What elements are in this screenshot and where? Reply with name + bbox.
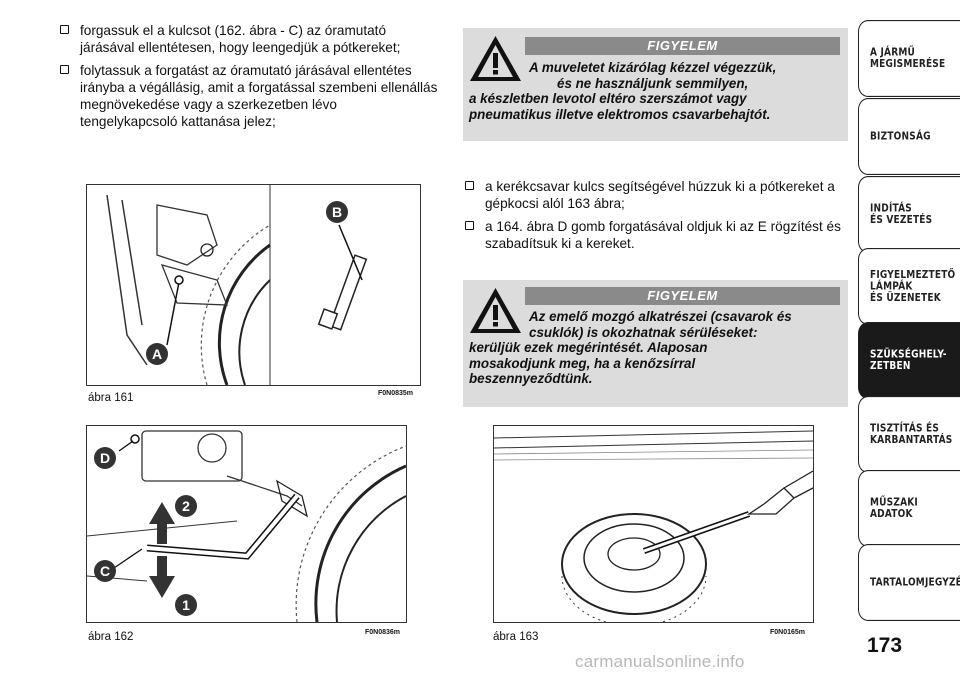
checkbox-bullet-icon (60, 65, 69, 74)
warning-line: beszennyeződtünk. (469, 371, 593, 386)
figure-code: F0N0835m (378, 390, 414, 397)
figure-caption: ábra 161 (88, 392, 134, 404)
tab-label: TARTALOMJEGYZÉK (870, 576, 960, 589)
list-item: forgassuk el a kulcsot (162. ábra - C) a… (58, 22, 438, 56)
callout-label-a: A (152, 346, 162, 362)
callout-label-2: 2 (182, 498, 190, 514)
tab-label: A JÁRMŰ MEGISMERÉSE (870, 47, 946, 70)
warning-text-full: kerüljük ezek megérintését. Alaposan mos… (469, 340, 844, 387)
callout-label-d: D (100, 450, 110, 466)
checkbox-bullet-icon (465, 181, 474, 190)
figure-161: B A (86, 184, 421, 386)
instruction-text: forgassuk el a kulcsot (162. ábra - C) a… (80, 23, 401, 55)
list-item: a 164. ábra D gomb forgatásával oldjuk k… (463, 218, 848, 252)
watermark: carmanualsonline.info (575, 652, 745, 671)
tab-label: FIGYELMEZTETŐ LÁMPÁK ÉS ÜZENETEK (870, 269, 956, 304)
warning-box-1: FIGYELEM A muveletet kizárólag kézzel vé… (463, 28, 848, 141)
warning-line: és ne használjunk semmilyen, (557, 75, 749, 91)
list-item: a kerékcsavar kulcs segítségével húzzuk … (463, 178, 848, 212)
right-instructions: a kerékcsavar kulcs segítségével húzzuk … (463, 178, 848, 258)
warning-text-full: a készletben levotol eltéro szerszámot v… (469, 91, 844, 122)
tab-label: MŰSZAKI ADATOK (870, 497, 918, 520)
figure-code: F0N0836m (365, 629, 401, 636)
warning-line: A muveletet kizárólag kézzel végezzük, (529, 60, 777, 75)
tab-label: BIZTONSÁG (870, 130, 931, 143)
chapter-tab-starting[interactable]: INDÍTÁS ÉS VEZETÉS (858, 175, 960, 254)
page-number: 173 (867, 634, 903, 657)
warning-line: a készletben levotol eltéro szerszámot v… (469, 91, 747, 106)
warning-line: mosakodjunk meg, ha a kenőzsírral (469, 355, 696, 371)
figure-162: D C 2 1 (86, 425, 407, 623)
warning-triangle-icon (470, 36, 521, 81)
checkbox-bullet-icon (465, 221, 474, 230)
warning-header: FIGYELEM (525, 37, 840, 55)
chapter-tab-index[interactable]: TARTALOMJEGYZÉK (858, 543, 960, 622)
instruction-text: folytassuk a forgatást az óramutató járá… (80, 63, 438, 129)
warning-line: Az emelő mozgó alkatrészei (csavarok és (529, 309, 792, 324)
spare-wheel-removal-illustration (494, 430, 813, 622)
checkbox-bullet-icon (60, 25, 69, 34)
warning-triangle-icon (470, 288, 521, 333)
jack-operation-illustration: D C 2 1 (87, 430, 406, 622)
chapter-tab-emergency[interactable]: SZÜKSÉGHELY- ZETBEN (858, 321, 960, 400)
warning-line: kerüljük ezek megérintését. Alaposan (469, 340, 708, 355)
jack-and-wheel-illustration: B A (87, 185, 368, 385)
warning-box-2: FIGYELEM Az emelő mozgó alkatrészei (csa… (463, 280, 848, 407)
chapter-tab-warning-lights[interactable]: FIGYELMEZTETŐ LÁMPÁK ÉS ÜZENETEK (858, 247, 960, 326)
figure-caption: ábra 163 (493, 631, 539, 643)
tab-label: SZÜKSÉGHELY- ZETBEN (870, 349, 947, 372)
figure-code: F0N0165m (770, 629, 806, 636)
warning-line: pneumatikus illetve elektromos csavarbeh… (469, 106, 771, 122)
callout-label-c: C (100, 563, 110, 579)
callout-label-b: B (332, 204, 342, 220)
left-instructions: forgassuk el a kulcsot (162. ábra - C) a… (58, 22, 438, 136)
figure-163 (493, 425, 814, 623)
chapter-tab-technical-data[interactable]: MŰSZAKI ADATOK (858, 469, 960, 548)
warning-text: A muveletet kizárólag kézzel végezzük, é… (529, 60, 839, 91)
chapter-tab-vehicle[interactable]: A JÁRMŰ MEGISMERÉSE (858, 19, 960, 98)
instruction-text: a 164. ábra D gomb forgatásával oldjuk k… (485, 219, 841, 251)
callout-label-1: 1 (182, 597, 190, 613)
chapter-tab-safety[interactable]: BIZTONSÁG (858, 97, 960, 176)
chapter-tab-maintenance[interactable]: TISZTÍTÁS ÉS KARBANTARTÁS (858, 395, 960, 474)
tab-label: TISZTÍTÁS ÉS KARBANTARTÁS (870, 423, 953, 446)
warning-header: FIGYELEM (525, 287, 840, 305)
list-item: folytassuk a forgatást az óramutató járá… (58, 62, 438, 130)
tab-label: INDÍTÁS ÉS VEZETÉS (870, 203, 933, 226)
instruction-text: a kerékcsavar kulcs segítségével húzzuk … (485, 179, 835, 211)
warning-text: Az emelő mozgó alkatrészei (csavarok és … (529, 309, 844, 340)
figure-caption: ábra 162 (88, 631, 134, 643)
warning-line: csuklók) is okozhatnak sérüléseket: (529, 324, 758, 340)
